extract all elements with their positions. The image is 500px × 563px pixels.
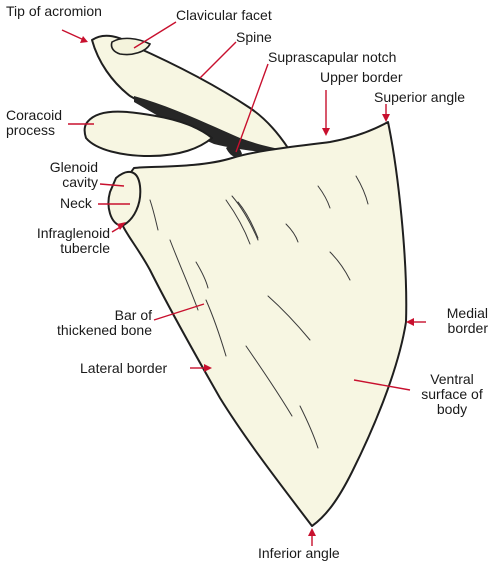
- label-upper-border: Upper border: [320, 69, 403, 85]
- label-tip-of-acromion: Tip of acromion: [6, 3, 102, 19]
- label-suprascapular-notch: Suprascapular notch: [268, 49, 397, 65]
- label-clavicular-facet: Clavicular facet: [176, 7, 272, 23]
- label-ventral-surface-of-body: Ventral surface of body: [421, 371, 483, 417]
- label-glenoid-cavity: Glenoid cavity: [49, 159, 98, 190]
- label-lateral-border: Lateral border: [80, 360, 168, 376]
- label-inferior-angle: Inferior angle: [258, 545, 340, 561]
- label-spine: Spine: [236, 29, 272, 45]
- label-superior-angle: Superior angle: [374, 89, 466, 105]
- clavicular-facet: [110, 37, 152, 56]
- pointer-lines: [61, 21, 426, 546]
- label-medial-border: Medial border: [446, 305, 488, 336]
- label-coracoid-process: Coracoid process: [6, 107, 63, 138]
- label-bar-of-thickened-bone: Bar of thickened bone: [57, 307, 152, 338]
- scapula-body: [120, 121, 408, 527]
- label-neck: Neck: [60, 195, 92, 211]
- coracoid-process-shape: [83, 110, 213, 157]
- spine-shading: [134, 96, 286, 154]
- label-infraglenoid-tubercle: Infraglenoid tubercle: [36, 225, 110, 256]
- bone-texture: [149, 175, 369, 449]
